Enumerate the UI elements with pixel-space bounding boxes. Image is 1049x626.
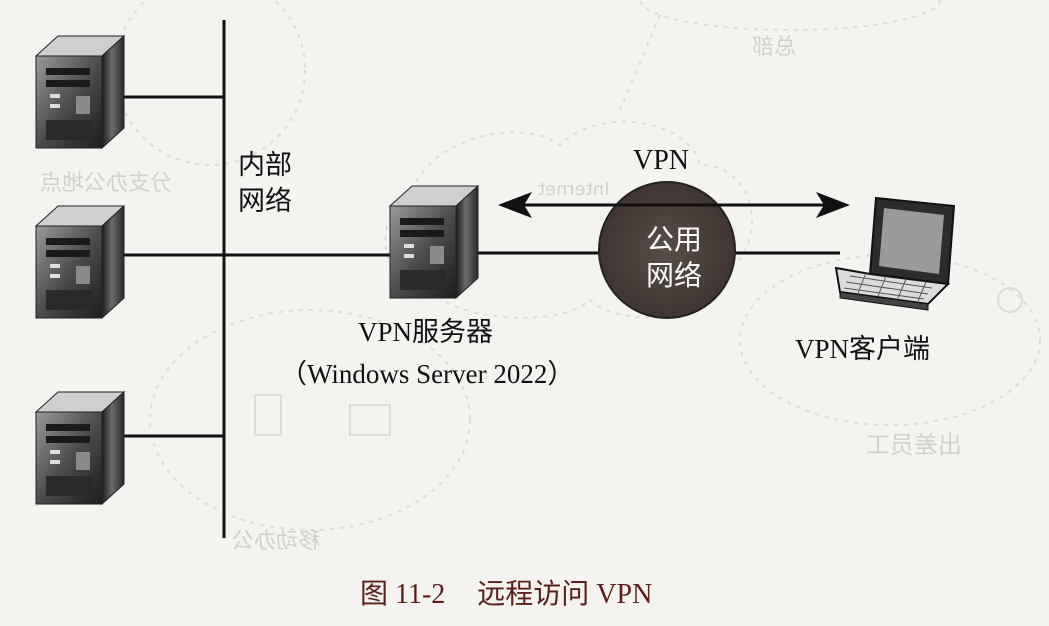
server-tower-icon: [35, 35, 125, 149]
public-network-label-line-2: 网络: [645, 259, 702, 293]
ghost-text-branch-office: 分支办公地点: [40, 171, 173, 196]
vpn-server-label: VPN服务器: [358, 317, 494, 347]
figure-caption: 图 11-2 远程访问 VPN: [360, 579, 653, 611]
server-tower-icon: [35, 205, 125, 319]
ghost-text-headquarters: 总部: [752, 35, 797, 60]
vpn-label: VPN: [633, 145, 690, 176]
ghost-text-mobile-office: 移动办公: [232, 529, 321, 554]
server-tower-icon: [35, 391, 125, 505]
vpn-client-label: VPN客户端: [795, 334, 931, 364]
public-network-label: 公用 网络: [634, 222, 714, 295]
laptop-icon: [834, 196, 956, 311]
server-os-label: （Windows Server 2022）: [280, 359, 575, 389]
internal-network-label-line-1: 内部: [238, 150, 292, 181]
public-network-label-line-1: 公用: [645, 223, 702, 256]
server-tower-icon: [389, 185, 479, 299]
vpn-tunnel-arrow: [498, 192, 850, 218]
figure-number: 图 11-2: [360, 579, 446, 610]
internal-network-label: 内部 网络: [238, 148, 292, 221]
public-network-bubble: [598, 181, 736, 319]
figure-title: 远程访问 VPN: [477, 579, 653, 610]
ghost-text-internet: Internet: [538, 179, 610, 200]
ghost-text-traveling-staff: 出差员工: [866, 431, 962, 459]
internal-network-label-line-2: 网络: [238, 186, 292, 218]
